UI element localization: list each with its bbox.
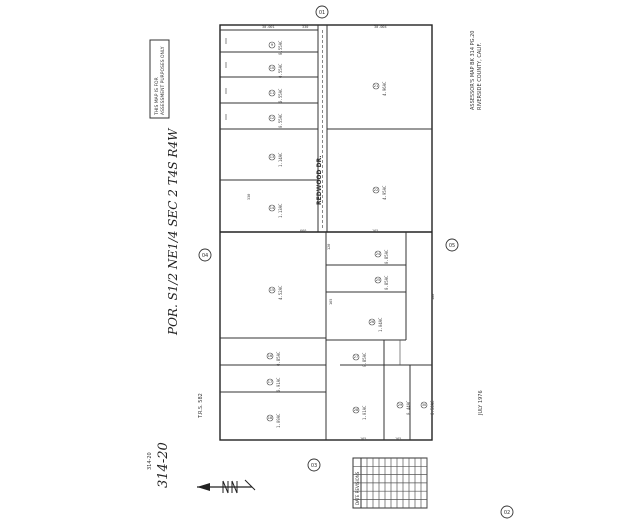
- parcel-number: 24: [376, 252, 381, 256]
- block-circle-label: 02: [504, 510, 510, 516]
- parcel-number: 14: [270, 206, 275, 210]
- block-circle: 03: [307, 458, 321, 472]
- north-arrow-icon: [197, 479, 256, 494]
- street-label: REDWOOD DR.: [316, 155, 323, 205]
- parcel-acreage: 0.85AC: [362, 352, 367, 367]
- parcel-number: 29: [398, 403, 402, 407]
- block-circle: 04: [198, 248, 212, 262]
- block-circle: 01: [315, 5, 329, 19]
- parcel-10: 10 0.55AC: [268, 63, 283, 78]
- parcel-acreage: 1.09AC: [276, 413, 281, 428]
- parcel-acreage: 1.01AC: [362, 405, 367, 420]
- parcel-22: 22 4.95AC: [372, 185, 387, 200]
- dimension-label: 165: [360, 437, 366, 441]
- parcel-13: 13 1.14AC: [268, 152, 283, 167]
- parcel-28: 28 1.01AC: [352, 405, 367, 420]
- parcel-acreage: 1.13AC: [278, 203, 283, 218]
- parcel-acreage: 0.91AC: [276, 377, 281, 392]
- parcel-number: 21: [374, 84, 378, 88]
- parcel-acreage: 0.55AC: [278, 113, 283, 128]
- block-circle-label: 04: [202, 253, 208, 259]
- dimension-label-group: 30.001 330 30.004 330 660 120 165 165 165 165 180: [247, 25, 435, 441]
- section-label: POR. S1/2 NE1/4 SEC 2 T4S R4W: [166, 127, 180, 336]
- parcel-number: 28: [354, 408, 358, 412]
- parcel-number: 16: [268, 354, 272, 358]
- block-circle-label: 05: [449, 243, 455, 249]
- parcel-acreage: 0.85AC: [384, 275, 389, 290]
- dimension-label: 120: [327, 244, 331, 250]
- parcel-number: 22: [374, 188, 378, 192]
- parcel-acreage: 1.14AC: [278, 152, 283, 167]
- parcel-21: 21 4.96AC: [372, 81, 387, 96]
- book-page-label: 314-20: [156, 442, 171, 488]
- parcel-acreage: 4.95AC: [382, 185, 387, 200]
- parcel-number: 9: [271, 43, 273, 47]
- assessor-note-line-2: RIVERSIDE COUNTY, CALIF.: [477, 42, 483, 110]
- parcel-12: 12 0.55AC: [268, 113, 283, 128]
- parcel-acreage: 4.52AC: [278, 285, 283, 300]
- dimension-label: 30.004: [374, 25, 387, 29]
- revision-table-title: DATE REVISIONS: [355, 471, 360, 505]
- parcel-30: 30 0.50AC: [420, 400, 435, 415]
- parcel-29: 29 0.44AC: [396, 400, 411, 415]
- block-circle: 05: [445, 238, 459, 252]
- parcel-15: 15 4.52AC: [268, 285, 283, 300]
- parcel-number: 15: [270, 288, 274, 292]
- dimension-label: 165: [329, 299, 333, 305]
- parcel-number: 11: [270, 91, 274, 95]
- parcel-number: 17: [268, 380, 272, 384]
- dimension-label: 330: [247, 194, 251, 200]
- book-page-small: 314-20: [147, 452, 153, 470]
- parcel-grid: [219, 24, 433, 441]
- parcel-9: 9 0.55AC: [268, 40, 283, 55]
- dimension-label: 660: [300, 229, 306, 233]
- parcel-number: 25: [376, 278, 380, 282]
- dimension-label: 30.001: [262, 25, 275, 29]
- parcel-number: 12: [270, 116, 274, 120]
- parcel-11: 11 0.55AC: [268, 88, 283, 103]
- parcel-acreage: 0.85AC: [384, 249, 389, 264]
- parcel-number: 27: [354, 355, 358, 359]
- parcel-16: 16 0.85AC: [266, 351, 281, 366]
- parcel-17: 17 0.91AC: [266, 377, 281, 392]
- parcel-26: 26 1.04AC: [368, 317, 383, 332]
- assessment-notice-box: THIS MAP IS FOR ASSESSMENT PURPOSES ONLY: [149, 39, 170, 119]
- parcel-acreage: 0.55AC: [278, 88, 283, 103]
- block-circle-label: 01: [319, 10, 325, 16]
- dimension-label: 165: [372, 229, 378, 233]
- parcel-number: 26: [370, 320, 374, 324]
- tract-ref: T.R.S. 582: [198, 393, 204, 419]
- parcel-acreage: 0.85AC: [276, 351, 281, 366]
- notice-line-1: THIS MAP IS FOR: [154, 77, 160, 116]
- date-stamp: JULY 1976: [478, 390, 484, 416]
- parcel-acreage: 1.04AC: [378, 317, 383, 332]
- notice-line-2: ASSESSMENT PURPOSES ONLY: [160, 46, 166, 115]
- parcel-number: 10: [270, 66, 274, 70]
- parcel-number: 30: [422, 403, 426, 407]
- parcel-27: 27 0.85AC: [352, 352, 367, 367]
- parcel-acreage: 0.55AC: [278, 63, 283, 78]
- parcel-25: 25 0.85AC: [374, 275, 389, 290]
- dimension-label: 330: [302, 25, 308, 29]
- parcel-number: 13: [270, 155, 274, 159]
- block-circle-label: 03: [311, 463, 317, 469]
- parcel-acreage: 4.96AC: [382, 81, 387, 96]
- parcel-18: 18 1.09AC: [266, 413, 281, 428]
- dimension-label: 165: [395, 437, 401, 441]
- parcel-number: 18: [268, 416, 272, 420]
- dimension-label: 180: [431, 294, 435, 300]
- parcel-acreage: 0.50AC: [430, 400, 435, 415]
- parcel-acreage: 0.44AC: [406, 400, 411, 415]
- parcel-acreage: 0.55AC: [278, 40, 283, 55]
- block-circle: 02: [500, 505, 514, 519]
- assessor-note-line-1: ASSESSOR'S MAP BK 314 PG.20: [470, 31, 476, 110]
- revision-table: DATE REVISIONS: [352, 457, 428, 509]
- block-number-group: 01 03 04 05 02: [198, 5, 514, 519]
